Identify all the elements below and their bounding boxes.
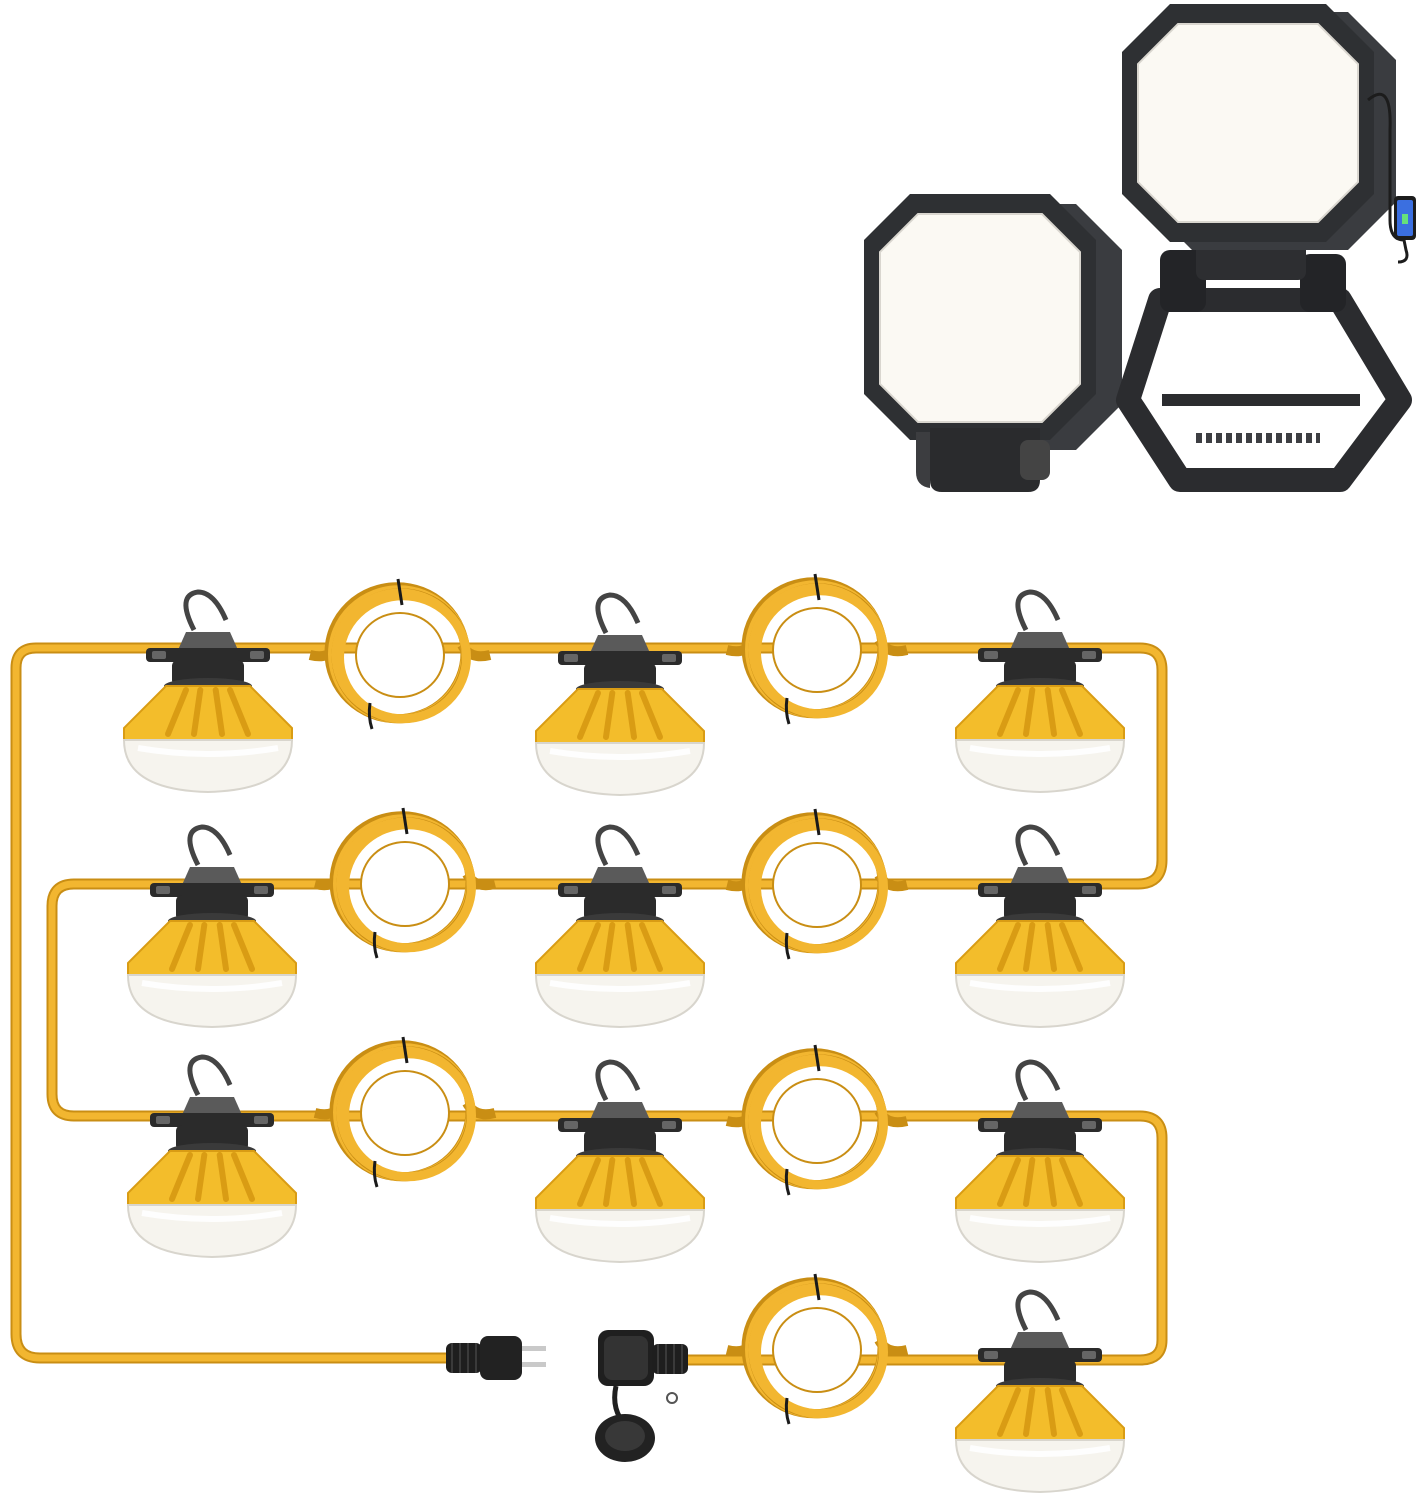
hanging-led-lamp-icon (954, 824, 1126, 1029)
cable-tie (813, 1044, 821, 1072)
hanging-led-lamp-icon (534, 824, 706, 1029)
cable-tie (784, 1168, 791, 1196)
lamp-shade (955, 1155, 1125, 1211)
hanging-lamps (122, 589, 1126, 1494)
cord-coils (308, 573, 909, 1425)
hanging-hook (595, 592, 641, 635)
cable-tie (784, 1397, 791, 1425)
hanging-led-lamp-icon (534, 592, 706, 797)
cable-tie (372, 1160, 379, 1188)
cable-tie (784, 932, 791, 960)
hanging-hook (1015, 589, 1061, 632)
cable-tie (813, 1273, 821, 1301)
work-lights (864, 4, 1416, 492)
lamp-shade (955, 1385, 1125, 1441)
lamp-connector (978, 1348, 1102, 1362)
cord-coil-icon (725, 1044, 909, 1196)
hanging-hook (1015, 824, 1061, 867)
cord-connectors (446, 1330, 688, 1462)
lamp-shade (127, 920, 297, 976)
hanging-led-lamp-icon (122, 589, 294, 794)
hanging-led-lamp-icon (534, 1059, 706, 1264)
led-work-light-icon (1116, 4, 1416, 492)
hanging-led-lamp-icon (954, 1059, 1126, 1264)
cord-coil-icon (308, 578, 492, 730)
cord-coil-icon (313, 807, 497, 959)
cord-coil-icon (725, 1273, 909, 1425)
female-socket-icon (595, 1330, 688, 1462)
lamp-connector (558, 883, 682, 897)
hanging-led-lamp-icon (954, 1289, 1126, 1494)
male-plug-icon (446, 1336, 546, 1380)
cable-tie (784, 697, 791, 725)
cable-tie (813, 808, 821, 836)
lamp-shade (535, 1155, 705, 1211)
hanging-hook (187, 1054, 233, 1097)
cable-tie (401, 1036, 409, 1064)
led-work-light-icon (864, 194, 1122, 492)
cable-tie (401, 807, 409, 835)
lamp-shade (123, 685, 293, 741)
lamp-shade (955, 685, 1125, 741)
lamp-shade (535, 920, 705, 976)
work-light-panel (1137, 23, 1359, 223)
cord-coil-icon (725, 573, 909, 725)
lamp-connector (150, 883, 274, 897)
cord-coil-icon (313, 1036, 497, 1188)
lamp-connector (978, 883, 1102, 897)
lamp-connector (978, 648, 1102, 662)
hanging-hook (187, 824, 233, 867)
cord-coil-icon (725, 808, 909, 960)
hanging-led-lamp-icon (954, 589, 1126, 794)
hanging-hook (595, 1059, 641, 1102)
lamp-shade (535, 688, 705, 744)
work-light-panel (879, 213, 1081, 423)
lamp-connector (150, 1113, 274, 1127)
hanging-hook (1015, 1289, 1061, 1332)
hanging-hook (1015, 1059, 1061, 1102)
cable-tie (396, 578, 404, 606)
lamp-connector (558, 1118, 682, 1132)
lamp-connector (978, 1118, 1102, 1132)
cable-tie (372, 931, 379, 959)
hanging-led-lamp-icon (126, 1054, 298, 1259)
lamp-shade (955, 920, 1125, 976)
cable-tie (367, 702, 374, 730)
cable-tie (813, 573, 821, 601)
hanging-hook (595, 824, 641, 867)
hanging-led-lamp-icon (126, 824, 298, 1029)
hanging-hook (183, 589, 229, 632)
lamp-shade (127, 1150, 297, 1206)
stand-frame (1116, 288, 1412, 492)
lamp-connector (558, 651, 682, 665)
lamp-connector (146, 648, 270, 662)
